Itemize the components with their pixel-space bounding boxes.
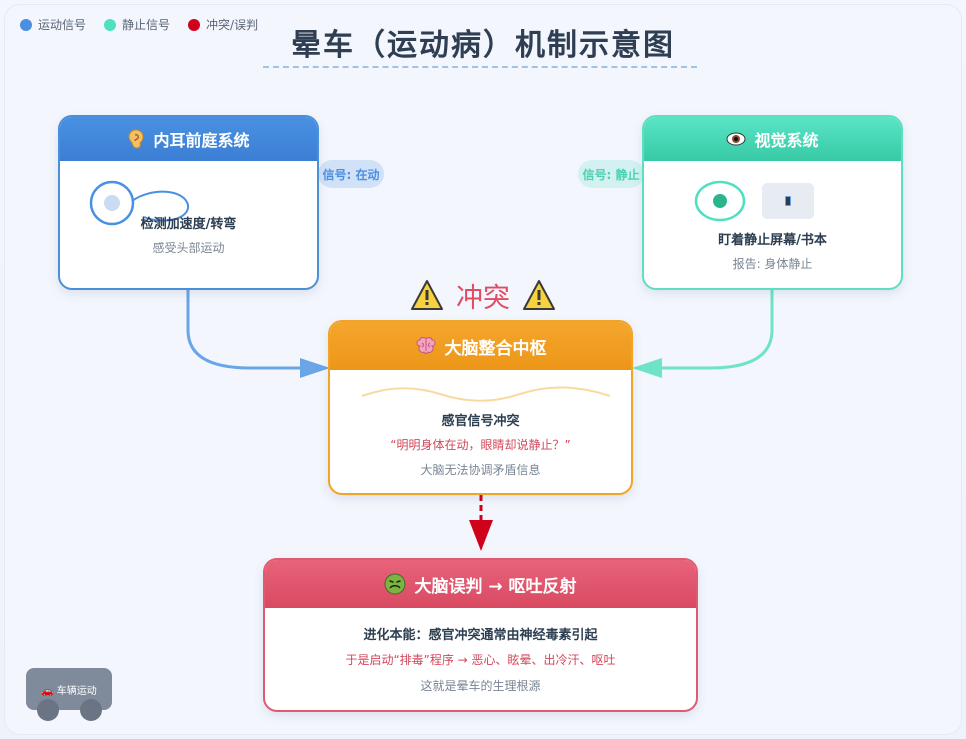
- vomit-line-2: 于是启动“排毒”程序 → 恶心、眩晕、出冷汗、呕吐: [345, 653, 616, 667]
- visual-line-1: 盯着静止屏幕/书本: [718, 233, 827, 248]
- vestibular-card: 内耳前庭系统 检测加速度/转弯 感受头部运动: [58, 115, 319, 290]
- eye-illustration: [694, 180, 746, 222]
- brain-card: 大脑整合中枢 感官信号冲突 “明明身体在动，眼睛却说静止？” 大脑无法协调矛盾信…: [328, 320, 633, 495]
- legend-dot-conflict: [188, 18, 201, 31]
- visual-card-title: 视觉系统: [754, 131, 819, 150]
- brain-line-3: 大脑无法协调矛盾信息: [420, 463, 541, 477]
- signal-still-label: 信号: 静止: [578, 160, 644, 188]
- vomit-line-3: 这就是晕车的生理根源: [420, 679, 541, 693]
- vestibular-card-title: 内耳前庭系统: [153, 131, 250, 150]
- warning-icon: [411, 280, 443, 310]
- vestibular-card-header: 内耳前庭系统: [60, 117, 317, 161]
- legend-label-conflict: 冲突/误判: [206, 18, 259, 32]
- car-motion-label: 🚗 车辆运动: [41, 685, 97, 697]
- legend-item-still: 静止信号: [104, 16, 170, 33]
- phone-screen-icon: [762, 183, 814, 219]
- legend-label-motion: 运动信号: [38, 18, 87, 32]
- brain-card-title: 大脑整合中枢: [444, 338, 547, 359]
- warning-icon: [523, 280, 555, 310]
- car-wheel-left: [37, 699, 59, 721]
- vestibular-line-1: 检测加速度/转弯: [140, 217, 237, 232]
- signal-moving-label: 信号: 在动: [318, 160, 384, 188]
- brain-line-2: “明明身体在动，眼睛却说静止？”: [390, 438, 571, 452]
- legend-item-conflict: 冲突/误判: [188, 16, 258, 33]
- vomit-line-1: 进化本能：感官冲突通常由神经毒素引起: [363, 628, 598, 643]
- legend-dot-still: [104, 18, 117, 31]
- still-connector: [645, 290, 774, 370]
- vomit-reflex-card: 大脑误判 → 呕吐反射 进化本能：感官冲突通常由神经毒素引起 于是启动“排毒”程…: [263, 558, 698, 712]
- conflict-arrowhead: [469, 520, 493, 551]
- brain-card-header: 大脑整合中枢: [330, 322, 631, 370]
- cochlea-illustration: [89, 180, 190, 226]
- legend-item-motion: 运动信号: [20, 16, 86, 33]
- title-underline: [263, 66, 697, 68]
- vestibular-line-2: 感受头部运动: [152, 241, 225, 255]
- vomit-card-title: 大脑误判 → 呕吐反射: [414, 576, 577, 597]
- eye-icon: [726, 132, 746, 146]
- phone-display: [785, 196, 791, 206]
- signal-wave: [361, 386, 611, 402]
- legend-dot-motion: [20, 18, 32, 31]
- motion-connector: [186, 290, 318, 370]
- ear-icon: [128, 129, 144, 149]
- brain-icon: [416, 337, 435, 354]
- legend-label-still: 静止信号: [122, 18, 171, 32]
- conflict-label: 冲突: [456, 282, 510, 314]
- car-wheel-right: [80, 699, 102, 721]
- still-arrowhead: [632, 358, 662, 378]
- visual-line-2: 报告: 身体静止: [732, 257, 813, 271]
- motion-arrowhead: [300, 358, 330, 378]
- nauseated-face-icon: [384, 573, 406, 595]
- legend: 运动信号 静止信号 冲突/误判: [20, 16, 258, 33]
- visual-card-header: 视觉系统: [644, 117, 901, 161]
- vomit-card-header: 大脑误判 → 呕吐反射: [265, 560, 696, 608]
- page-title: 晕车（运动病）机制示意图: [291, 28, 675, 63]
- conflict-indicator: 冲突: [400, 275, 566, 315]
- brain-line-1: 感官信号冲突: [441, 414, 520, 429]
